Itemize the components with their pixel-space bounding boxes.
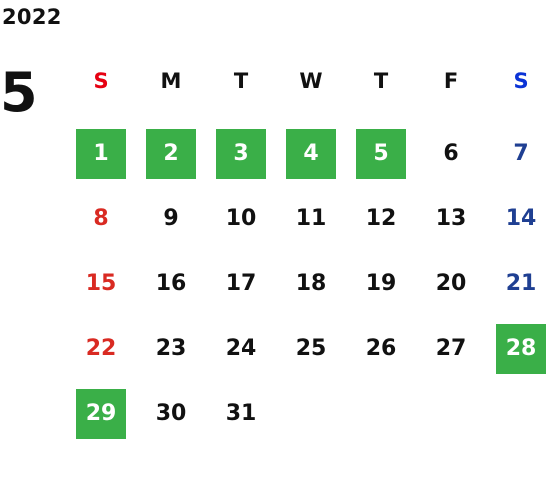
weekday-friday: F (443, 69, 459, 93)
weekday-thursday: T (373, 69, 389, 93)
day-cell: 19 (346, 251, 416, 316)
day-cell: 1 (66, 121, 136, 186)
day-number: 20 (435, 271, 467, 296)
day-number: 12 (365, 206, 397, 231)
weekday-saturday: S (513, 69, 529, 93)
weekday-wednesday: W (299, 69, 323, 93)
day-cell: 25 (276, 316, 346, 381)
empty-cell (486, 381, 548, 446)
day-number: 27 (435, 336, 467, 361)
month-number: 5 (0, 61, 38, 124)
day-number: 10 (225, 206, 257, 231)
day-number: 14 (505, 206, 537, 231)
empty-cell (346, 381, 416, 446)
day-cell: 22 (66, 316, 136, 381)
year-label: 2022 (2, 5, 62, 29)
day-number: 3 (216, 128, 266, 179)
day-number: 18 (295, 271, 327, 296)
day-number: 24 (225, 336, 257, 361)
day-number: 16 (155, 271, 187, 296)
day-cell: 8 (66, 186, 136, 251)
empty-cell (416, 381, 486, 446)
day-cell: 26 (346, 316, 416, 381)
day-number: 4 (286, 128, 336, 179)
day-cell: 14 (486, 186, 548, 251)
day-cell: 24 (206, 316, 276, 381)
day-cell: 29 (66, 381, 136, 446)
day-cell: 4 (276, 121, 346, 186)
day-cell: 11 (276, 186, 346, 251)
day-number: 25 (295, 336, 327, 361)
calendar-grid: S M T W T F S 1 2 3 4 5 6 7 8 9 10 11 12… (66, 56, 548, 446)
day-cell: 12 (346, 186, 416, 251)
day-cell: 15 (66, 251, 136, 316)
day-cell: 23 (136, 316, 206, 381)
day-cell: 31 (206, 381, 276, 446)
day-number: 26 (365, 336, 397, 361)
day-number: 22 (85, 336, 117, 361)
day-cell: 9 (136, 186, 206, 251)
day-number: 19 (365, 271, 397, 296)
day-number: 15 (85, 271, 117, 296)
day-number: 2 (146, 128, 196, 179)
day-number: 21 (505, 271, 537, 296)
day-cell: 17 (206, 251, 276, 316)
day-number: 31 (225, 401, 257, 426)
day-cell: 18 (276, 251, 346, 316)
day-number: 29 (76, 388, 126, 439)
day-number: 6 (443, 141, 459, 166)
day-cell: 28 (486, 316, 548, 381)
day-cell: 2 (136, 121, 206, 186)
day-number: 11 (295, 206, 327, 231)
day-number: 23 (155, 336, 187, 361)
day-cell: 10 (206, 186, 276, 251)
day-number: 8 (93, 206, 109, 231)
day-cell: 21 (486, 251, 548, 316)
day-number: 5 (356, 128, 406, 179)
empty-cell (276, 381, 346, 446)
day-number: 30 (155, 401, 187, 426)
day-cell: 27 (416, 316, 486, 381)
day-cell: 13 (416, 186, 486, 251)
day-number: 9 (163, 206, 179, 231)
day-number: 17 (225, 271, 257, 296)
day-cell: 5 (346, 121, 416, 186)
day-cell: 7 (486, 121, 548, 186)
day-number: 13 (435, 206, 467, 231)
weekday-sunday: S (93, 69, 109, 93)
day-cell: 16 (136, 251, 206, 316)
weekday-tuesday: T (233, 69, 249, 93)
day-number: 1 (76, 128, 126, 179)
day-cell: 20 (416, 251, 486, 316)
day-cell: 6 (416, 121, 486, 186)
day-cell: 30 (136, 381, 206, 446)
day-number: 28 (496, 323, 546, 374)
day-cell: 3 (206, 121, 276, 186)
weekday-monday: M (160, 69, 182, 93)
day-number: 7 (513, 141, 529, 166)
